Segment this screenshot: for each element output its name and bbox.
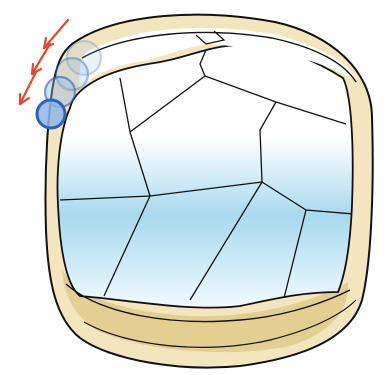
motion-circle	[37, 100, 65, 128]
occlusal-surface	[58, 45, 353, 308]
motion-arrow	[44, 20, 68, 48]
